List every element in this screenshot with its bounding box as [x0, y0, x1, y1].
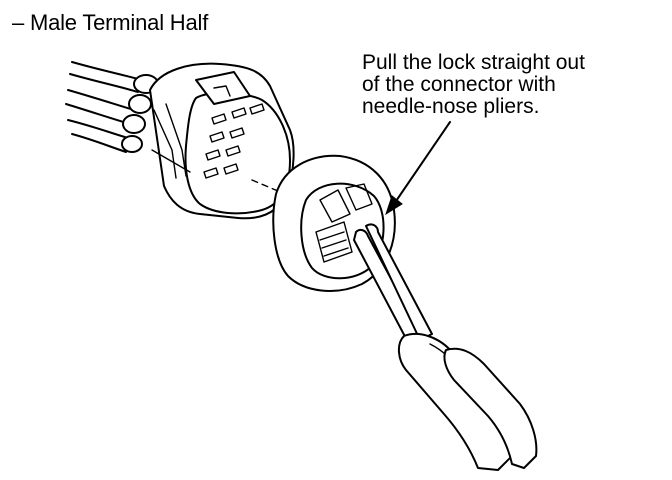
needle-nose-pliers — [353, 223, 538, 471]
wire-bundle — [65, 61, 159, 153]
male-terminal-half — [149, 62, 295, 220]
diagram-title: – Male Terminal Half — [12, 10, 209, 35]
callout-arrow — [385, 121, 451, 216]
callout-line-2: of the connector with — [362, 73, 556, 96]
callout-line-3: needle-nose pliers. — [362, 95, 540, 118]
instruction-callout: Pull the lock straight out of the connec… — [362, 52, 585, 118]
callout-line-1: Pull the lock straight out — [362, 51, 585, 74]
